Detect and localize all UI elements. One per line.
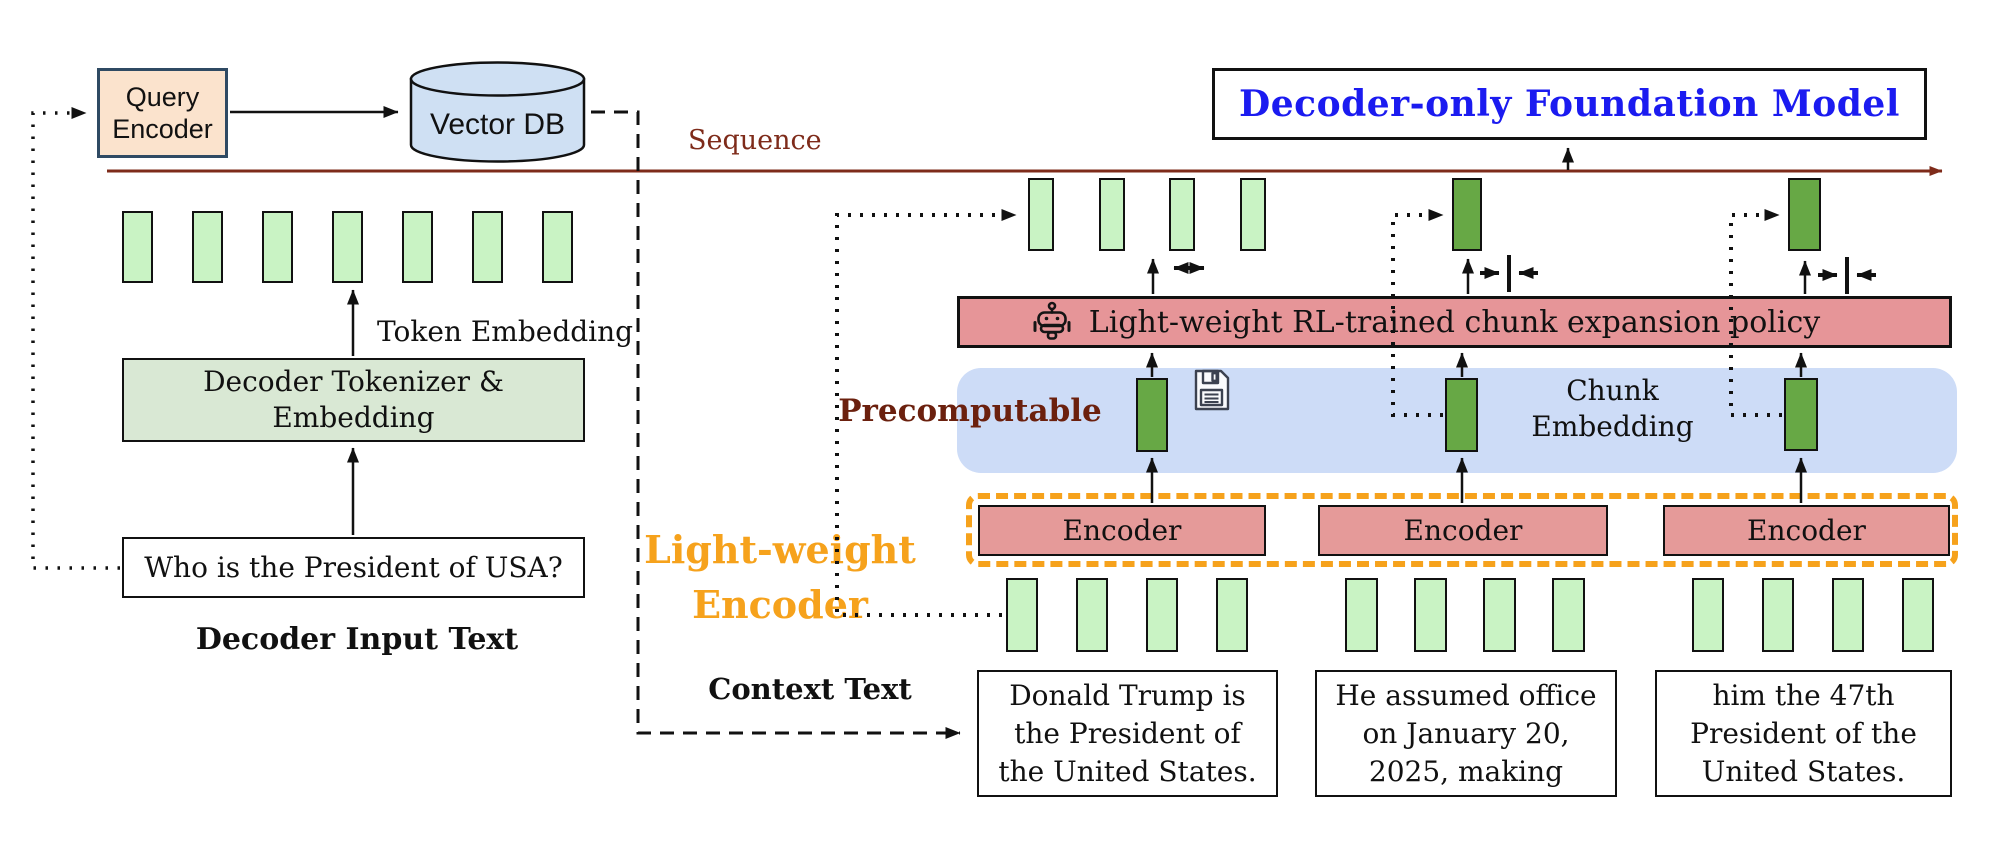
context-token-bar [1552, 578, 1585, 652]
chunk-expansion-policy-box: Light-weight RL-trained chunk expansion … [957, 296, 1952, 348]
expanded-chunk-token-bar [1099, 178, 1125, 251]
decoder-token-bar [402, 211, 433, 283]
expanded-chunk-token-bar [1240, 178, 1266, 251]
context-chunk-text: He assumed office on January 20, 2025, m… [1335, 678, 1597, 788]
context-token-bar [1414, 578, 1447, 652]
context-token-bar [1692, 578, 1724, 652]
precomputable-label: Precomputable [838, 393, 1102, 429]
robot-icon [1033, 301, 1071, 340]
decoder-token-bar [192, 211, 223, 283]
decoder-tokenizer-label: Decoder Tokenizer & Embedding [203, 365, 504, 434]
chunk-embedding-bar [1784, 378, 1818, 451]
compressed-chunk-bar [1788, 178, 1821, 251]
database-cylinder-icon [409, 61, 586, 163]
expanded-chunk-token-bar [1169, 178, 1195, 251]
encoder-box-3: Encoder [1663, 505, 1950, 556]
context-token-bar [1216, 578, 1248, 652]
chunk-embedding-label: Chunk Embedding [1531, 374, 1694, 443]
lightweight-encoder-caption: Light-weight Encoder [644, 527, 916, 627]
decoder-tokenizer-box: Decoder Tokenizer & Embedding [122, 358, 585, 442]
floppy-disk-icon [1194, 369, 1230, 411]
expanded-chunk-token-bar [1028, 178, 1054, 251]
chunk-embedding-bar [1136, 378, 1168, 452]
context-text-caption: Context Text [708, 672, 912, 706]
encoder-box-1: Encoder [978, 505, 1266, 556]
collapse-width-icon [1480, 255, 1538, 292]
decoder-input-caption: Decoder Input Text [195, 622, 519, 657]
query-encoder-box: Query Encoder [97, 68, 228, 158]
context-chunk-box-2: He assumed office on January 20, 2025, m… [1315, 670, 1617, 797]
encoder-label: Encoder [1403, 514, 1523, 547]
compressed-chunk-bar [1452, 178, 1482, 251]
context-chunk-text: Donald Trump is the President of the Uni… [998, 678, 1257, 788]
context-token-bar [1345, 578, 1378, 652]
context-chunk-text: him the 47th President of the United Sta… [1690, 678, 1917, 788]
context-token-bar [1483, 578, 1516, 652]
vector-db: Vector DB [409, 60, 586, 164]
context-chunk-box-3: him the 47th President of the United Sta… [1655, 670, 1952, 797]
context-token-bar [1762, 578, 1794, 652]
decoder-token-bar [472, 211, 503, 283]
foundation-model-box: Decoder-only Foundation Model [1212, 68, 1927, 140]
context-token-bar [1832, 578, 1864, 652]
decoder-input-text-box: Who is the President of USA? [122, 537, 585, 598]
decoder-token-bar [542, 211, 573, 283]
encoder-label: Encoder [1062, 514, 1182, 547]
context-token-bar [1076, 578, 1108, 652]
chunk-embedding-bar [1445, 378, 1478, 452]
collapse-width-icon [1818, 257, 1876, 294]
query-dotted-connector [31, 107, 120, 570]
decoder-token-bar [122, 211, 153, 283]
sequence-label: Sequence [688, 125, 822, 156]
encoder-box-2: Encoder [1318, 505, 1608, 556]
vector-db-label: Vector DB [429, 108, 566, 141]
context-token-bar [1902, 578, 1934, 652]
context-token-bar [1006, 578, 1038, 652]
question-text: Who is the President of USA? [144, 551, 563, 584]
context-token-bar [1146, 578, 1178, 652]
context-chunk-box-1: Donald Trump is the President of the Uni… [977, 670, 1278, 797]
foundation-model-title: Decoder-only Foundation Model [1239, 83, 1900, 125]
chunk-expansion-policy-label: Light-weight RL-trained chunk expansion … [1088, 304, 1821, 340]
decoder-token-bar [262, 211, 293, 283]
decoder-token-bar [332, 211, 363, 283]
query-encoder-label: Query Encoder [112, 82, 213, 144]
token-embedding-label: Token Embedding [377, 315, 634, 348]
encoder-label: Encoder [1747, 514, 1866, 547]
